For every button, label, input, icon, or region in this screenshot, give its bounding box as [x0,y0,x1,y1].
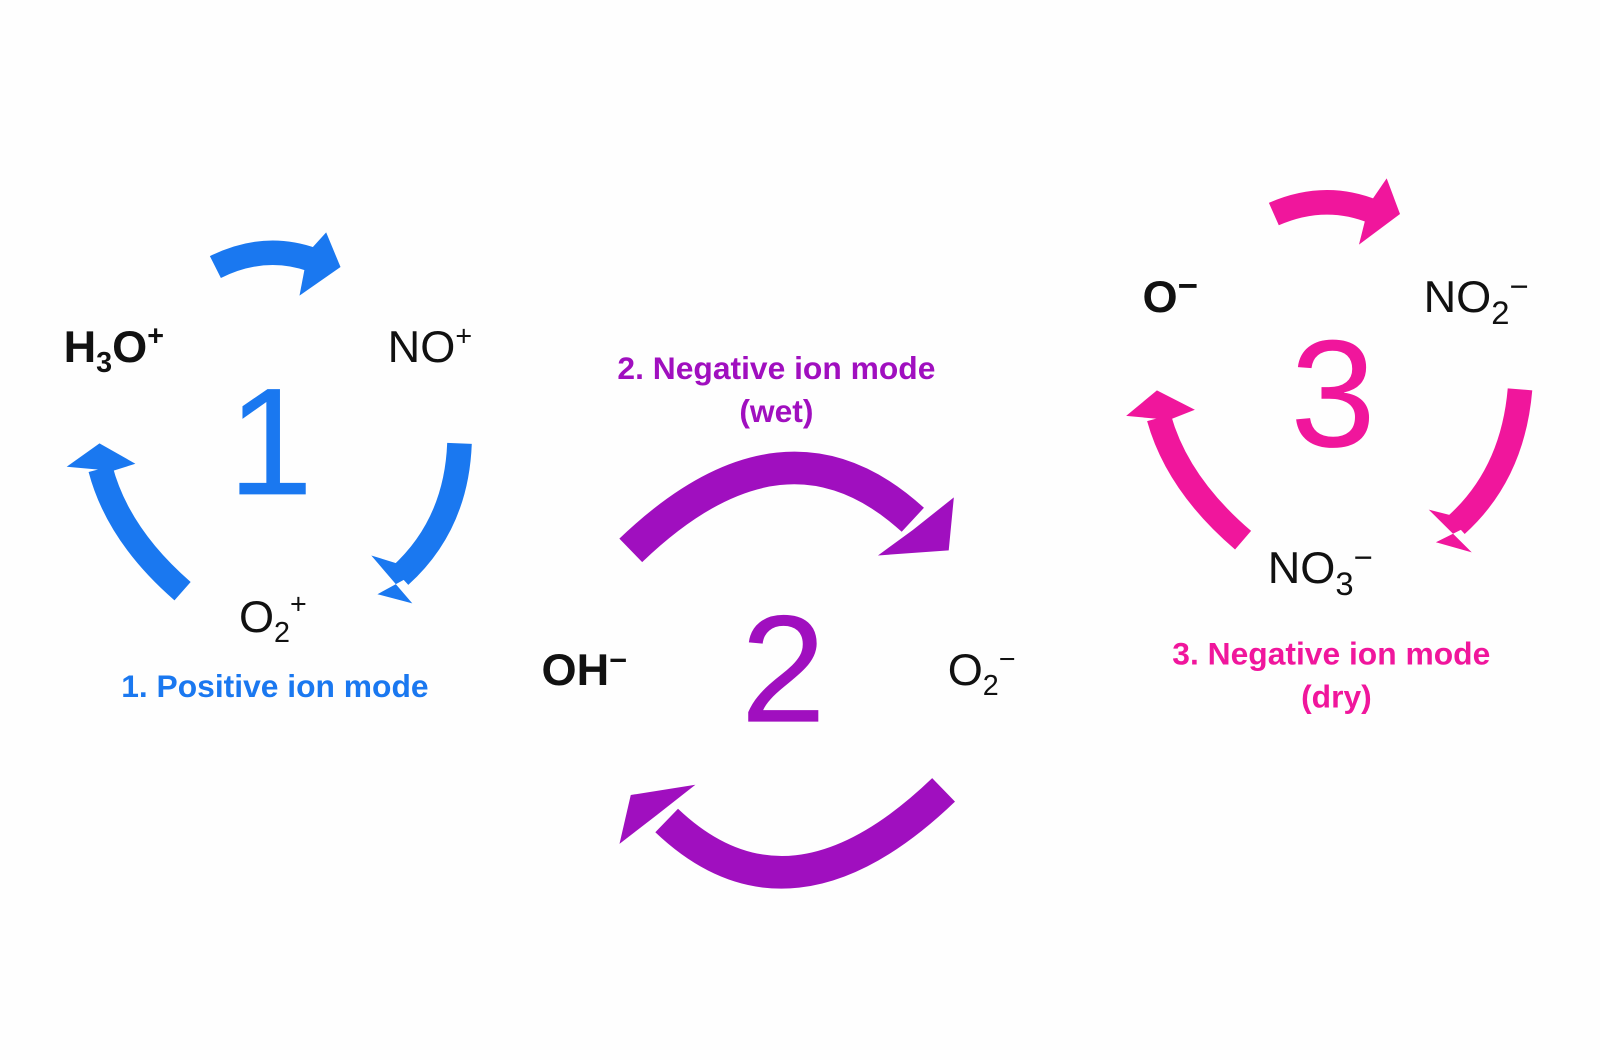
arrowhead-icon [299,232,341,296]
arrowhead-icon [371,555,421,604]
arrow-no2-to-no3 [1447,388,1533,534]
ion-o2-plus: O2+ [239,589,307,649]
arrow-h3o-to-no [209,240,318,279]
cycle-2-number: 2 [741,584,827,754]
ion-o-minus: O− [1143,268,1198,322]
ion-no2-minus: NO2− [1424,268,1529,331]
cycle-3-sublabel: (dry) [1301,678,1372,714]
cycle-1-label: 1. Positive ion mode [121,668,428,704]
cycle-2-negative-wet [619,451,955,889]
arrow-oh-to-o2 [619,451,924,563]
arrowhead-icon [1428,509,1477,553]
ion-no3-minus: NO3− [1268,539,1373,602]
ion-oh-minus: OH− [542,644,628,695]
ion-no-plus: NO+ [388,321,472,372]
ion-o2-minus: O2− [948,644,1016,702]
cycle-3-negative-dry [1147,190,1533,550]
cycle-1-positive [88,240,472,601]
arrow-no3-to-o [1147,414,1252,550]
cycle-1-number: 1 [228,357,314,527]
arrowhead-icon [877,497,954,556]
arrowhead-icon [1358,178,1400,245]
arrow-no-to-o2 [391,442,472,585]
ion-h3o-plus: H3O+ [64,321,164,379]
arrow-o-to-no2 [1268,190,1380,226]
arrow-o2-to-h3o [88,465,191,601]
cycle-3-label: 3. Negative ion mode [1172,636,1490,672]
arrowhead-icon [619,784,696,844]
arrowhead-icon [66,443,136,471]
cycle-3-number: 3 [1290,309,1376,479]
arrowhead-icon [1126,390,1195,420]
arrow-o2-to-oh [655,778,955,889]
cycle-2-label: 2. Negative ion mode [617,350,935,386]
cycle-2-sublabel: (wet) [739,393,813,429]
